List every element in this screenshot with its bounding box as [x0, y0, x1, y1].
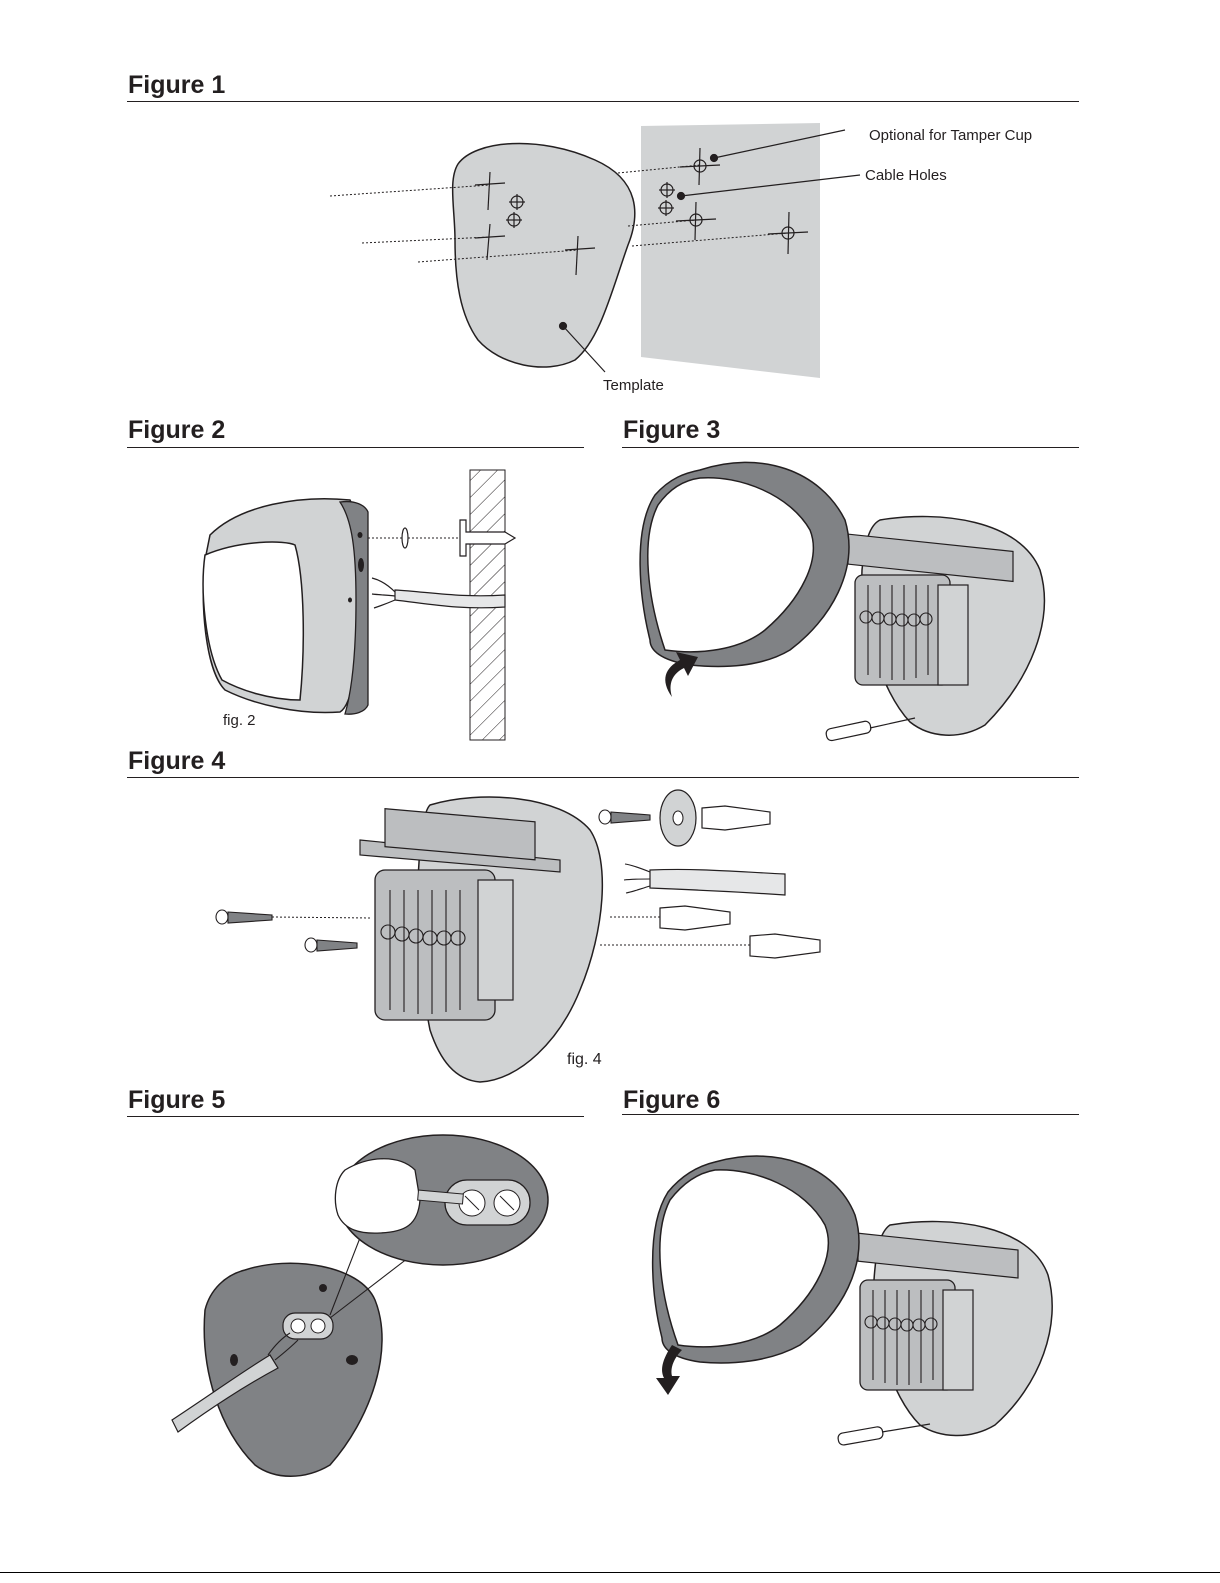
- figure-1-title: Figure 1: [128, 73, 225, 98]
- callout-template: Template: [603, 377, 664, 394]
- figure-2-caption: fig. 2: [223, 712, 256, 729]
- callout-cable-holes: Cable Holes: [865, 167, 947, 184]
- hand: [335, 1159, 420, 1233]
- figure-6-rule: [622, 1114, 1079, 1115]
- figure-2-title: Figure 2: [128, 418, 225, 443]
- figure-3-rule: [622, 447, 1079, 448]
- washer: [402, 528, 408, 548]
- figure-5-title: Figure 5: [128, 1088, 225, 1113]
- wall-plug-3: [750, 934, 820, 958]
- close-arrow: [656, 1345, 682, 1395]
- figure-4-rule: [127, 777, 1079, 778]
- lens-module: [855, 575, 950, 685]
- template-shape: [453, 143, 635, 367]
- callout-tamper-cup: Optional for Tamper Cup: [869, 127, 1032, 144]
- wall-panel: [641, 123, 820, 378]
- figure-3-illustration: [610, 455, 1090, 755]
- lens-module: [860, 1280, 955, 1390]
- figure-2-rule: [127, 447, 584, 448]
- figure-5-illustration: [160, 1125, 560, 1485]
- lens-module: [375, 870, 495, 1020]
- screwdriver: [825, 718, 915, 741]
- figure-4-caption: fig. 4: [567, 1051, 602, 1068]
- page-bottom-edge: [0, 1572, 1220, 1573]
- figure-6-illustration: [630, 1150, 1070, 1450]
- figure-4-illustration: fig. 4: [200, 785, 840, 1085]
- base-plate-rear: [204, 1263, 382, 1476]
- cable: [650, 869, 785, 895]
- wall-plug-2: [660, 906, 730, 930]
- figure-2-illustration: fig. 2: [0, 455, 600, 745]
- figure-5-rule: [127, 1116, 584, 1117]
- screw-left-1: [216, 910, 272, 924]
- figure-3-title: Figure 3: [623, 418, 720, 443]
- figure-1-rule: [127, 101, 1079, 102]
- screw-top: [599, 810, 650, 824]
- figure-1-illustration: Optional for Tamper Cup Cable Holes Temp…: [0, 110, 1220, 400]
- wall-plug-1: [702, 806, 770, 830]
- screwdriver: [837, 1424, 930, 1446]
- screw-left-2: [305, 938, 357, 952]
- figure-4-title: Figure 4: [128, 749, 225, 774]
- figure-6-title: Figure 6: [623, 1088, 720, 1113]
